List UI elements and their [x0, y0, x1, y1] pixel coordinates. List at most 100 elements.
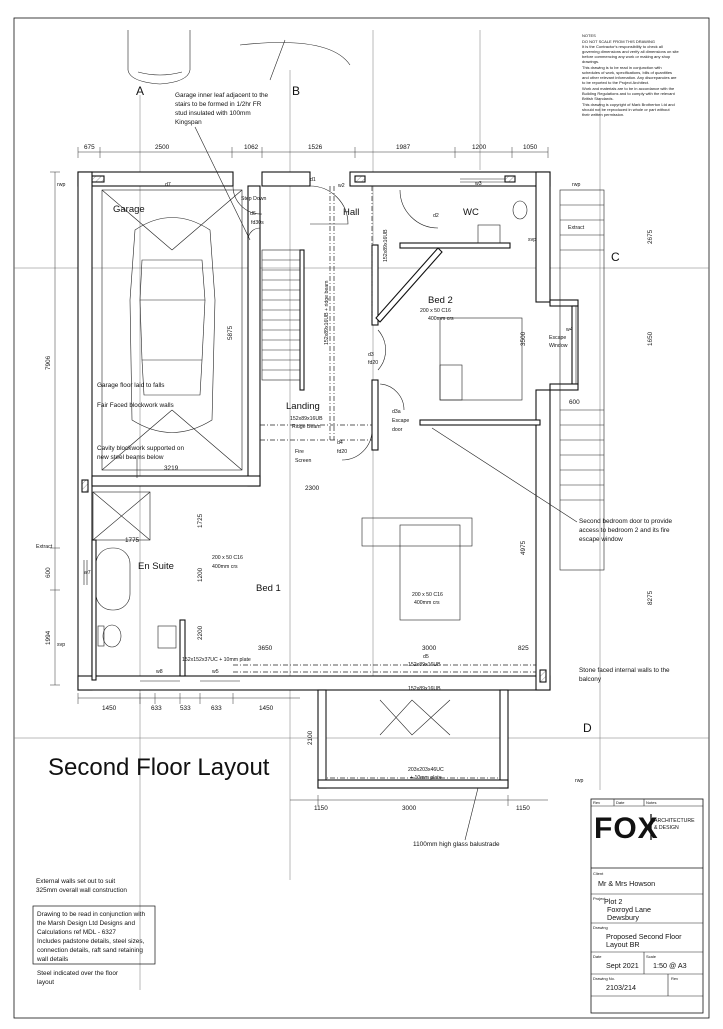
dim-825: 825 — [518, 645, 529, 652]
label-fd30s: fd30s — [251, 220, 264, 226]
dim-600-right: 600 — [569, 399, 580, 406]
notes-line-3: governing dimensions and verify all dime… — [582, 49, 679, 54]
joist-label-bed1: 200 x 50 C16 — [212, 555, 243, 561]
fox-logo-sub-2: & DESIGN — [654, 825, 679, 831]
title-scale: 1:50 @ A3 — [653, 961, 687, 970]
label-w3: w3 — [475, 181, 482, 187]
footer-steel-1: Steel indicated over the floor — [37, 970, 119, 977]
dim-bottom-533: 533 — [180, 705, 191, 712]
furniture — [92, 200, 528, 649]
dim-top-1526: 1526 — [308, 144, 323, 151]
beam-label-landing: 152x89x16UB — [290, 416, 323, 422]
label-w7: w7 — [84, 570, 91, 576]
label-extract-left: Extract — [36, 544, 53, 550]
footer-box-line-6: wall details — [36, 956, 68, 963]
title-project-1: Plot 2 — [604, 897, 622, 906]
annotation-second-bedroom-2: access to bedroom 2 and its fire — [579, 527, 670, 534]
label-escape-door-2: door — [392, 427, 403, 433]
notes-block: NOTES DO NOT SCALE FROM THIS DRAWING It … — [582, 33, 679, 117]
label-d1: d1 — [310, 177, 316, 183]
footer-external-2: 325mm overall wall construction — [36, 887, 127, 894]
dim-5875: 5875 — [227, 325, 234, 340]
title-client: Mr & Mrs Howson — [598, 879, 655, 888]
notes-line-13: This drawing is copyright of Mark Brothe… — [582, 102, 675, 107]
dim-bottom-633b: 633 — [211, 705, 222, 712]
dim-3000: 3000 — [422, 645, 437, 652]
notes-line-12: British Standards. — [582, 96, 614, 101]
annotation-second-bedroom-1: Second bedroom door to provide — [579, 518, 673, 525]
bottom-dimension-line — [77, 693, 300, 704]
footer-box-line-3: Calculations ref MDL - 6327 — [37, 929, 116, 936]
notes-line-15: their written permission. — [582, 112, 624, 117]
annotation-cavity-2: new steel beams below — [97, 454, 164, 461]
title-drawing-2: Layout BR — [606, 940, 640, 949]
dim-2100: 2100 — [307, 730, 314, 745]
dim-left-600: 600 — [45, 567, 52, 578]
beam-label-balcony-plate: + 10mm plate — [410, 775, 442, 781]
notes-title: NOTES — [582, 33, 596, 38]
title-date-label: Date — [593, 954, 602, 959]
annotation-stone-faced-2: balcony — [579, 676, 602, 683]
notes-line-14: should not be reproduced in whole or par… — [582, 107, 671, 112]
dim-3500: 3500 — [520, 331, 527, 346]
left-dimension-line — [50, 171, 60, 686]
dim-2675: 2675 — [647, 229, 654, 244]
footer-notes-box — [32, 905, 156, 965]
beam-label-d5: 152x89x16UB — [408, 662, 441, 668]
label-step-down: Step Down — [241, 196, 266, 202]
dim-top-675: 675 — [84, 144, 95, 151]
grid-label-b: B — [292, 84, 300, 98]
dim-1200: 1200 — [197, 567, 204, 582]
label-rwp-tr: rwp — [572, 182, 580, 188]
drawing-title: Second Floor Layout — [48, 754, 270, 781]
annotation-garage-leaf-2: stairs to be formed in 1/2hr FR — [175, 101, 262, 108]
beam-label-ridge: Ridge Beam — [292, 424, 321, 430]
label-d3a: d3a — [392, 409, 401, 415]
dim-8275: 8275 — [647, 590, 654, 605]
title-project-label: Project — [593, 896, 606, 901]
label-fd20: fd20 — [368, 360, 378, 366]
label-escape-window-2: Window — [549, 343, 568, 349]
title-project-2: Foxroyd Lane — [607, 905, 651, 914]
top-dimension-line — [77, 147, 549, 158]
dim-1650: 1650 — [647, 331, 654, 346]
dim-balcony-3000: 3000 — [402, 805, 417, 812]
notes-line-9: to be reported to the Project Architect. — [582, 80, 649, 85]
annotation-garage-leaf-4: Kingspan — [175, 119, 202, 126]
dim-1775: 1775 — [125, 537, 140, 544]
dim-3219: 3219 — [164, 465, 179, 472]
dim-balcony-1150a: 1150 — [314, 805, 328, 812]
footer-steel-2: layout — [37, 979, 54, 986]
steel-beams — [233, 186, 536, 779]
title-rev-header: Rev — [593, 800, 600, 805]
label-svp-top: svp — [528, 237, 536, 243]
dim-3650: 3650 — [258, 645, 273, 652]
notes-line-7: schedules of work, specifications, bills… — [582, 70, 672, 75]
notes-line-1: DO NOT SCALE FROM THIS DRAWING — [582, 39, 655, 44]
title-drawing-label: Drawing — [593, 925, 608, 930]
annotation-cavity-1: Cavity blockwork supported on — [97, 445, 184, 452]
balcony-dimension-line — [290, 795, 548, 806]
room-hall: Hall — [343, 207, 359, 218]
label-d4: d4 — [337, 440, 343, 446]
sheet-border — [13, 17, 710, 1019]
dim-top-2500: 2500 — [155, 144, 170, 151]
label-d3: d3 — [368, 352, 374, 358]
annotation-stone-faced-1: Stone faced internal walls to the — [579, 667, 670, 674]
title-block — [590, 798, 704, 1014]
dim-top-1987: 1987 — [396, 144, 411, 151]
joist-label-bed1-right-crs: 400mm crs — [414, 600, 440, 606]
fox-logo-sub-1: ARCHITECTURE — [654, 818, 695, 824]
dim-left-7906: 7906 — [45, 355, 52, 370]
label-svp-left: svp — [57, 642, 65, 648]
title-project-3: Dewsbury — [607, 913, 639, 922]
room-landing: Landing — [286, 401, 320, 412]
annotation-garage-leaf-3: stud insulated with 100mm — [175, 110, 251, 117]
notes-line-2: It is the Contractor's responsibility to… — [582, 44, 663, 49]
dim-top-1050: 1050 — [523, 144, 538, 151]
grid-label-c: C — [611, 250, 620, 264]
fox-logo: FOX — [594, 812, 659, 845]
annotation-balustrade: 1100mm high glass balustrade — [413, 841, 500, 848]
beam-label-ridge-vertical: 152x89x16UB + ridge beam — [324, 281, 330, 345]
footer-external-1: External walls set out to suit — [36, 878, 115, 885]
